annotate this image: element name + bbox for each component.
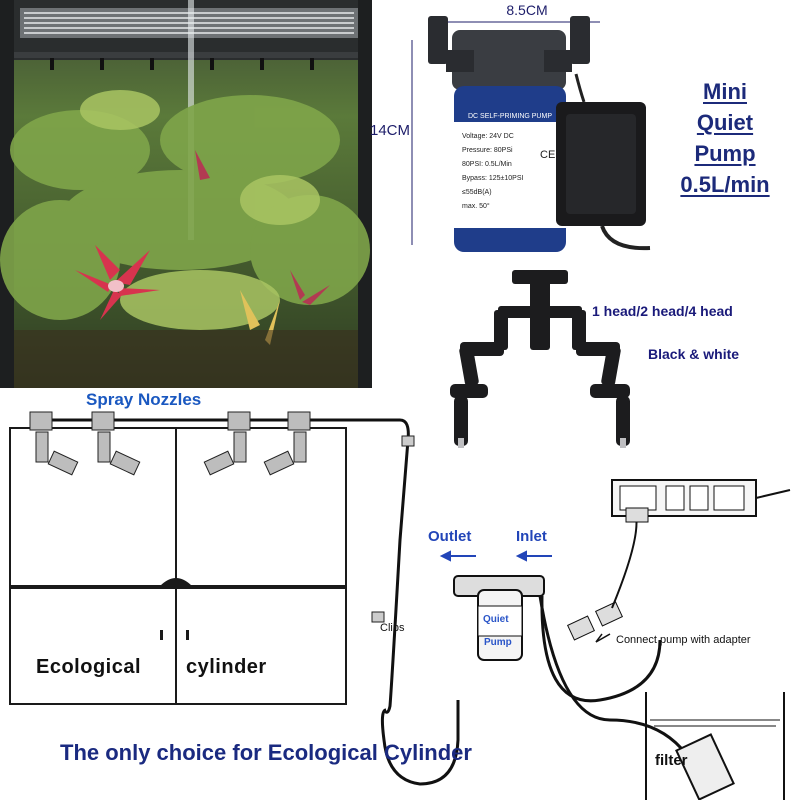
pump-label-pump: Pump <box>484 637 512 648</box>
outlet-label: Outlet <box>428 528 472 545</box>
filter-unit <box>675 733 735 800</box>
pump-label-temp: max. 50° <box>462 202 490 210</box>
spray-nozzle-group <box>29 411 311 476</box>
pump-label-band: DC SELF-PRIMING PUMP <box>468 113 552 120</box>
filter-label: filter <box>655 752 688 769</box>
tube-clip-upper <box>401 435 415 447</box>
mini-pump-diagram <box>453 575 545 661</box>
adapter-label: Connect pump with adapter <box>616 634 751 646</box>
tube-clip-lower <box>371 611 385 623</box>
nozzle-heads-options: 1 head/2 head/4 head <box>592 303 733 319</box>
pump-drawing: DC SELF-PRIMING PUMP Voltage: 24V DC Pre… <box>411 16 651 252</box>
pump-label-voltage: Voltage: 24V DC <box>462 133 514 140</box>
nozzle-manifold <box>450 270 630 448</box>
pump-label-ce: CE <box>540 149 555 161</box>
width-dimension: 8.5CM <box>506 2 548 18</box>
terrarium-illustration <box>0 0 372 388</box>
spray-nozzles-label: Spray Nozzles <box>86 390 202 409</box>
title-line-2: Quiet <box>696 110 754 135</box>
pump-label-bypass: Bypass: 125±10PSI <box>462 175 523 182</box>
nozzle-color-options: Black & white <box>648 346 740 362</box>
title-line-4: 0.5L/min <box>680 172 770 197</box>
height-dimension: 14CM <box>370 122 411 139</box>
cylinder-label-word2: cylinder <box>186 656 267 678</box>
footer-tagline: The only choice for Ecological Cylinder <box>60 740 472 765</box>
pump-label-flow: 80PSI: 0.5L/Min <box>462 161 512 168</box>
water-tank <box>645 692 785 800</box>
inlet-label: Inlet <box>516 528 547 545</box>
pump-label-noise: ≤55dB(A) <box>462 189 492 196</box>
product-title: Mini Quiet Pump 0.5L/min <box>660 76 790 200</box>
cylinder-lower <box>9 587 347 705</box>
terrarium-photo <box>0 0 372 388</box>
title-line-3: Pump <box>694 141 756 166</box>
pump-label-quiet: Quiet <box>483 614 509 625</box>
pump-label-pressure: Pressure: 80PSi <box>462 147 513 154</box>
clips-label: Clips <box>380 622 405 634</box>
setup-diagram <box>9 411 791 800</box>
cylinder-label-word1: Ecological <box>36 656 142 678</box>
title-line-1: Mini <box>703 79 747 104</box>
